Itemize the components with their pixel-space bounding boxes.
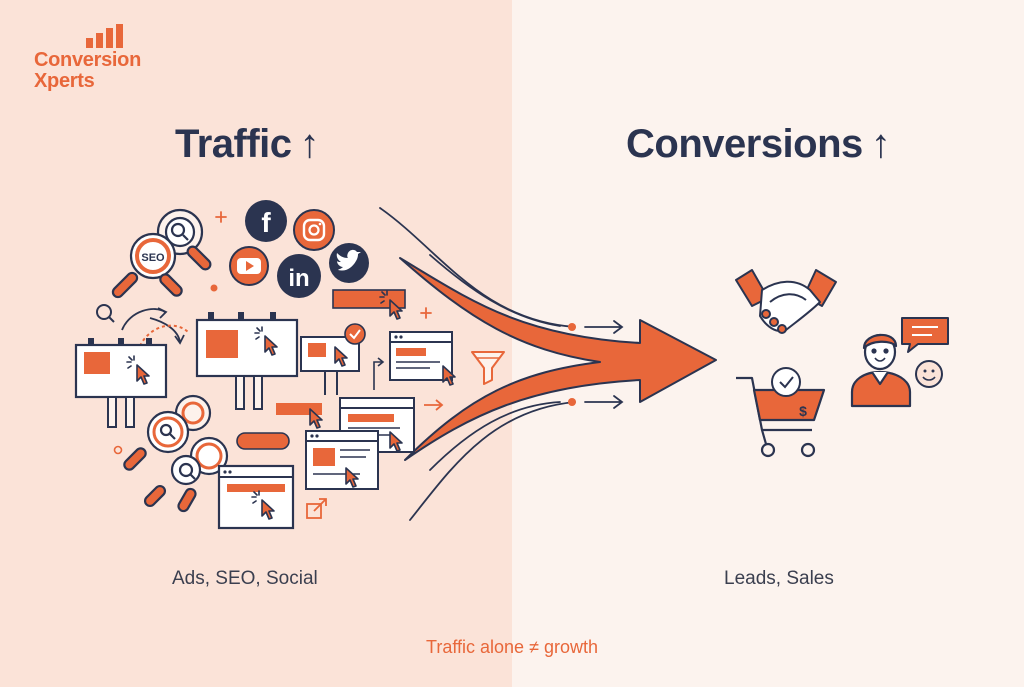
- seo-label: SEO: [141, 252, 165, 264]
- browser-window-icon: [305, 430, 379, 490]
- checkmark-icon: [771, 367, 801, 397]
- ad-banner-icon: [332, 289, 406, 320]
- youtube-icon: [229, 246, 269, 286]
- flow-dot: [568, 323, 576, 331]
- billboard-icon: [74, 338, 168, 428]
- conversions-heading-text: Conversions: [626, 122, 863, 166]
- dashed-curve: [139, 324, 189, 347]
- external-link-icon: [306, 498, 327, 519]
- traffic-heading-text: Traffic: [175, 122, 292, 166]
- billboard-icon: [195, 312, 299, 410]
- shopping-cart-icon: [736, 376, 826, 458]
- decoration-dot: [210, 284, 218, 292]
- svg-text:f: f: [261, 207, 271, 238]
- ad-banner-icon: [276, 403, 323, 429]
- traffic-caption: Ads, SEO, Social: [172, 568, 318, 589]
- billboard-icon: [300, 323, 366, 395]
- arrow-icon: [424, 399, 444, 411]
- instagram-icon: [293, 209, 335, 251]
- arrow-up-icon: ↑: [870, 122, 891, 166]
- big-arrow-icon: [399, 257, 717, 461]
- twitter-icon: [329, 243, 369, 283]
- brand-name-line2: Xperts: [34, 70, 95, 92]
- flow-dot: [568, 398, 576, 406]
- dollar-icon: $: [799, 403, 807, 419]
- funnel-icon: [471, 351, 505, 385]
- magnifier-icon: [123, 394, 229, 513]
- footer-tagline: Traffic alone ≠ growth: [426, 637, 598, 657]
- facebook-icon: f: [245, 200, 287, 242]
- conversions-caption: Leads, Sales: [724, 568, 834, 589]
- browser-window-icon: [389, 331, 456, 386]
- seo-magnifier-icon: [111, 208, 212, 299]
- curved-arrows-icon: [121, 307, 185, 345]
- ad-banner-icon: [236, 432, 290, 450]
- smiley-icon: [915, 360, 943, 388]
- svg-text:in: in: [288, 265, 309, 292]
- person-icon: [850, 333, 912, 408]
- arrow-icon: [373, 357, 385, 390]
- chat-bubble-icon: [901, 317, 949, 353]
- brand-name-line1: Conversion: [34, 49, 142, 71]
- handshake-icon: [735, 269, 837, 334]
- brand-name: Conversion Xperts: [34, 50, 174, 92]
- traffic-heading: Traffic↑: [175, 120, 320, 168]
- linkedin-icon: in: [277, 254, 321, 298]
- magnifier-icon: [96, 304, 115, 323]
- arrow-up-icon: ↑: [299, 122, 320, 166]
- bar-chart-icon: [86, 24, 123, 48]
- decoration: [215, 211, 432, 319]
- decoration-dot: [113, 445, 123, 455]
- browser-window-icon: [217, 464, 295, 530]
- conversions-heading: Conversions↑: [626, 120, 891, 168]
